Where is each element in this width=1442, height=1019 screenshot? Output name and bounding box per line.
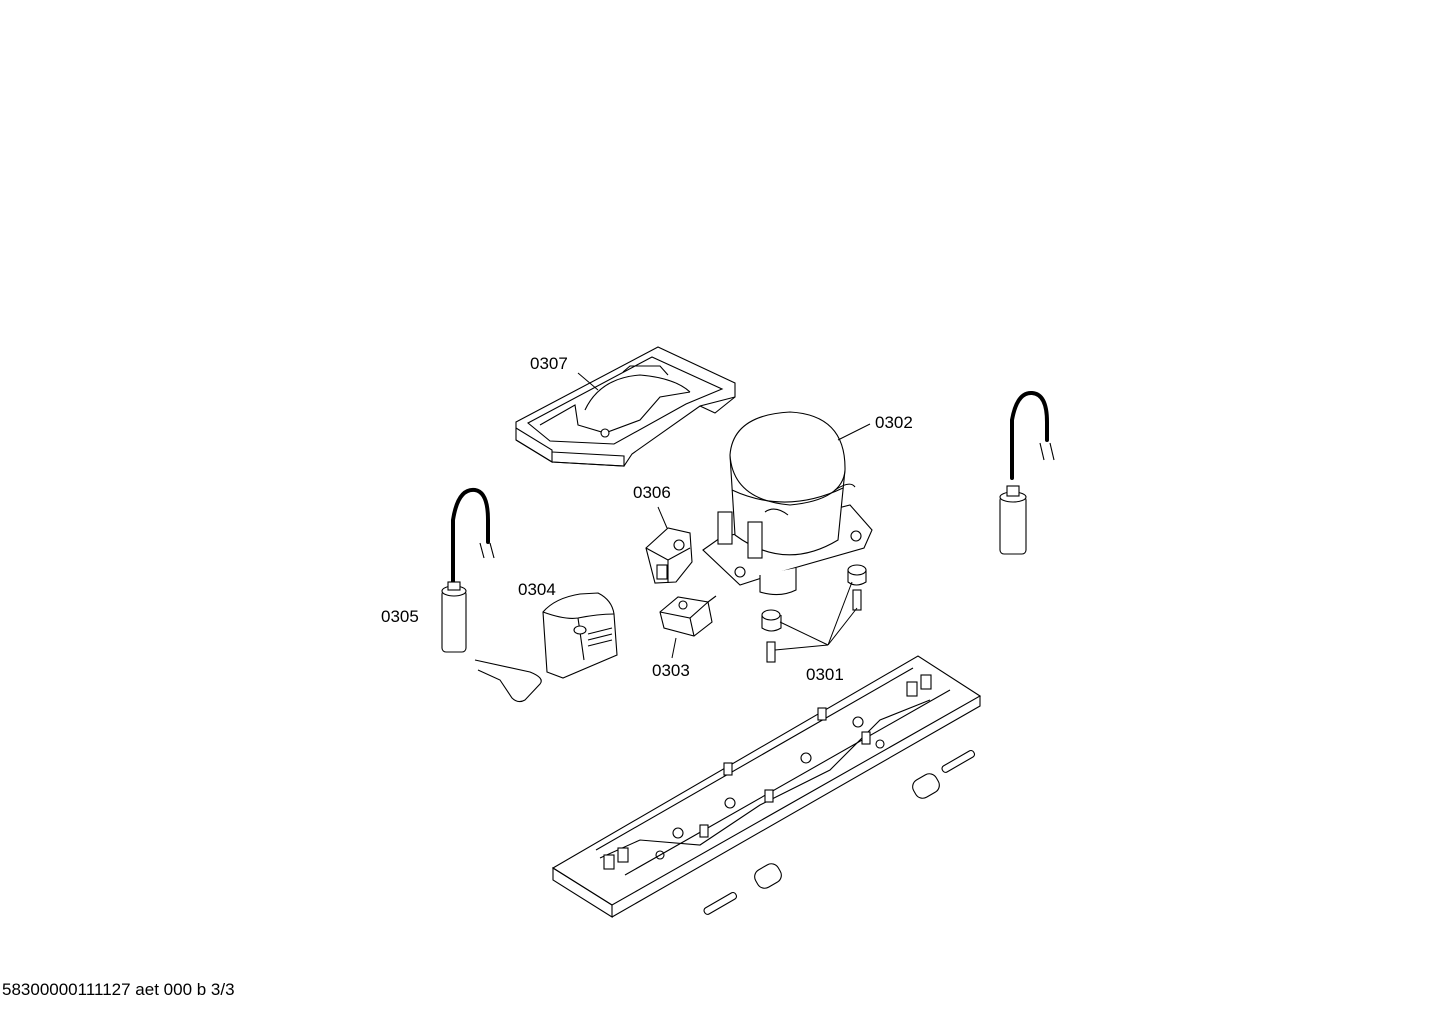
part-0301-grommets: [761, 564, 867, 663]
part-0305-capacitor: [441, 487, 495, 653]
part-0306-relay: [645, 527, 693, 584]
part-0303-overload: [659, 595, 717, 637]
leader-0306: [657, 506, 668, 529]
label-0307: 0307: [530, 354, 568, 373]
label-0306: 0306: [633, 483, 671, 502]
part-0307-cover-tray: [515, 346, 736, 467]
document-footer: 58300000111127 aet 000 b 3/3: [2, 980, 235, 999]
leader-0303: [671, 637, 677, 659]
leader-0307: [577, 372, 599, 391]
label-0305: 0305: [381, 607, 419, 626]
capacitor-unlabeled: [999, 391, 1055, 555]
label-0303: 0303: [652, 661, 690, 680]
loose-sleeves-pins: [703, 749, 976, 915]
label-0301: 0301: [806, 665, 844, 684]
part-0302-compressor: [702, 411, 873, 596]
base-plate: [551, 655, 982, 918]
label-0302: 0302: [875, 413, 913, 432]
part-0304-terminal-cover: [474, 592, 618, 703]
leader-0302: [837, 423, 871, 441]
label-0304: 0304: [518, 580, 556, 599]
